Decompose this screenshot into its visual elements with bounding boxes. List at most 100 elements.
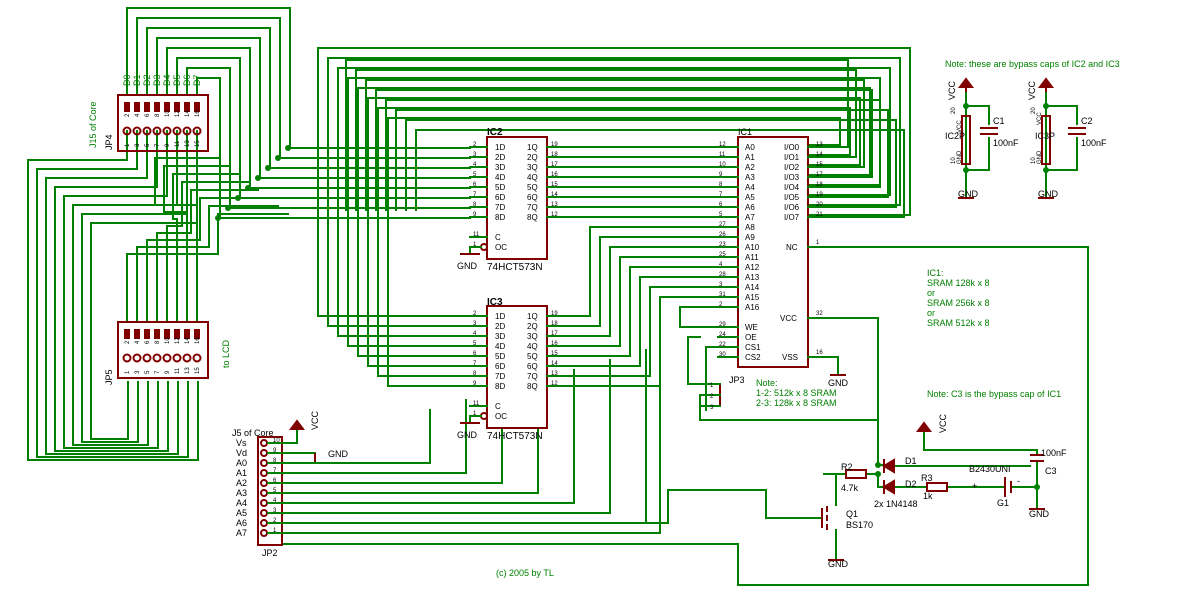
pin-label: I/O7 xyxy=(784,213,800,222)
pin-number: 3 xyxy=(473,152,477,158)
wire xyxy=(154,157,219,323)
pin-label: A14 xyxy=(745,283,760,292)
battery-name: G1 xyxy=(997,498,1009,508)
pin-label: A10 xyxy=(745,243,760,252)
wire xyxy=(54,130,169,452)
d2-diode-icon xyxy=(882,479,895,495)
pin-label: 5Q xyxy=(527,183,538,192)
pin-number: 31 xyxy=(719,292,726,298)
pin-label: C xyxy=(495,402,501,411)
wire xyxy=(395,109,889,211)
pin-square xyxy=(174,329,180,339)
jp2-outline xyxy=(257,436,283,546)
ic3-body xyxy=(486,305,548,429)
power-circuit: D1 D2 2x 1N4148 R2 4.7k R3 1k B2430UNI +… xyxy=(821,413,1067,569)
pin-label: 3D xyxy=(495,332,505,341)
junction xyxy=(225,205,231,211)
pin-number: 9 xyxy=(473,381,477,387)
pin-label: A0 xyxy=(745,143,755,152)
pin-label: 2D xyxy=(495,322,505,331)
ic2-part: 74HCT573N xyxy=(487,262,543,273)
pin-number: 18 xyxy=(551,321,558,327)
ic3-gnd-label: GND xyxy=(457,430,478,440)
pin-circle xyxy=(172,353,182,363)
wire xyxy=(563,286,719,377)
wire xyxy=(72,130,178,446)
jp5-label: JP5 xyxy=(104,369,114,385)
ic3p-name: IC3P xyxy=(1035,131,1055,141)
bus-wires xyxy=(27,7,1089,586)
pin-number: 1 xyxy=(273,528,277,534)
wire xyxy=(705,346,719,411)
note-line: SRAM 512k x 8 xyxy=(927,318,990,328)
pin-circle xyxy=(142,353,152,363)
battery-minus: - xyxy=(1017,476,1020,486)
data-line-label: D6 xyxy=(182,74,192,86)
pin-circle xyxy=(192,126,202,136)
pin-square xyxy=(134,102,140,112)
wire xyxy=(146,27,271,169)
junction xyxy=(963,103,969,109)
junction xyxy=(1043,167,1049,173)
battery-plus: + xyxy=(972,481,977,491)
pin-square xyxy=(134,329,140,339)
pin-label: 2Q xyxy=(527,322,538,331)
ic2p-body xyxy=(961,115,971,165)
pin-label: 6D xyxy=(495,362,505,371)
pin-label: 6Q xyxy=(527,362,538,371)
pin-circle xyxy=(162,353,172,363)
pin-number: 1 xyxy=(125,143,131,147)
ic1-sram: A012A111A210A39A48A57A66A75A827A926A1023… xyxy=(717,127,849,388)
wire xyxy=(375,89,873,211)
pin-number: 3 xyxy=(273,508,277,514)
ic3p-gnd-pin-number: 10 xyxy=(1031,157,1037,164)
wire xyxy=(36,130,189,458)
pin-label: OE xyxy=(745,333,757,342)
wire xyxy=(186,67,231,209)
pin-number: 13 xyxy=(551,371,558,377)
pin-number: 10 xyxy=(165,337,171,344)
pin-number: 11 xyxy=(719,152,726,158)
c3-name: C3 xyxy=(1045,466,1057,476)
ic2-name: IC2 xyxy=(487,127,503,138)
pin-square xyxy=(144,329,150,339)
pin-number: 10 xyxy=(165,110,171,117)
signal-label: A5 xyxy=(236,508,247,518)
pin-label: I/O5 xyxy=(784,193,800,202)
signal-label: Vs xyxy=(236,438,247,448)
pin-circle xyxy=(152,353,162,363)
pin-number: 8 xyxy=(155,113,161,117)
pin-number: 19 xyxy=(551,311,558,317)
pin-number: 9 xyxy=(165,370,171,374)
battery-part: B2430UNI xyxy=(969,464,1011,474)
pin-label: WE xyxy=(745,323,758,332)
pin-label: 2Q xyxy=(527,153,538,162)
r3-value: 1k xyxy=(923,491,933,501)
ic2p-gnd-pin-number: 10 xyxy=(951,157,957,164)
note-c3: Note: C3 is the bypass cap of IC1 xyxy=(927,389,1061,399)
pin-circle xyxy=(132,126,142,136)
wire xyxy=(357,87,871,357)
pin-circle xyxy=(152,126,162,136)
pin-number: 6 xyxy=(473,351,477,357)
pin-label: A15 xyxy=(745,293,760,302)
pin-label: A2 xyxy=(745,163,755,172)
pin-number: 11 xyxy=(473,401,480,407)
wire xyxy=(345,59,849,211)
pin-label: 2D xyxy=(495,153,505,162)
pin-label: A9 xyxy=(745,233,755,242)
pin-number: 14 xyxy=(185,337,191,344)
pin-circle xyxy=(260,509,268,517)
pin-label: 4Q xyxy=(527,173,538,182)
pin-number: 8 xyxy=(273,458,277,464)
wire xyxy=(81,130,188,443)
wire xyxy=(355,69,857,211)
d1-diode-icon xyxy=(882,458,895,474)
pin-number: 7 xyxy=(719,192,723,198)
wire xyxy=(126,213,289,323)
pin-label: 6D xyxy=(495,193,505,202)
ic2p-power: VCC GND IC2P C1 100nF VCC 20 GND 10 xyxy=(945,77,1019,199)
pin-number: 2 xyxy=(273,518,277,524)
pin-number: 16 xyxy=(195,337,201,344)
